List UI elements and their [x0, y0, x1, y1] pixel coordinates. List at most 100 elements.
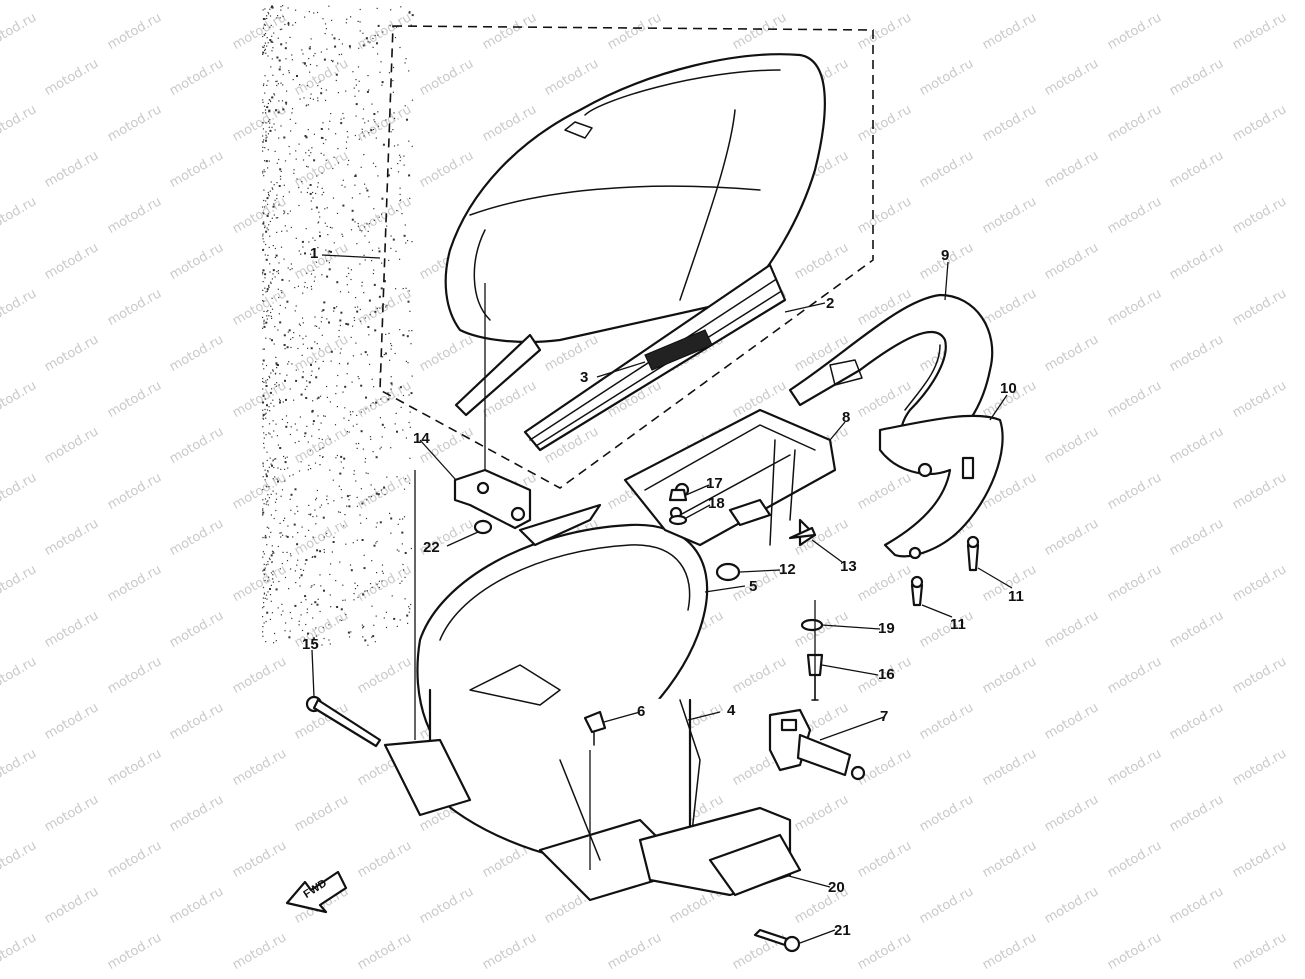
- noise-dot: [278, 185, 281, 187]
- noise-dot: [277, 329, 279, 331]
- noise-dot: [393, 112, 395, 114]
- noise-dot: [327, 234, 329, 236]
- noise-dot: [269, 122, 271, 124]
- noise-dot: [264, 536, 267, 539]
- noise-dot: [272, 399, 274, 401]
- noise-dot: [270, 181, 272, 183]
- noise-dot: [329, 438, 331, 440]
- noise-dot: [263, 199, 265, 202]
- noise-dot: [409, 482, 411, 484]
- noise-dot: [364, 183, 366, 185]
- noise-dot: [282, 15, 284, 18]
- noise-dot: [381, 436, 383, 438]
- noise-dot: [306, 272, 308, 274]
- noise-dot: [354, 582, 356, 584]
- noise-dot: [275, 356, 277, 358]
- noise-dot: [321, 274, 323, 276]
- noise-dot: [350, 414, 352, 416]
- noise-dot: [263, 592, 266, 594]
- noise-dot: [364, 461, 366, 463]
- noise-dot: [286, 456, 288, 458]
- noise-dot: [390, 167, 392, 169]
- noise-dot: [262, 99, 264, 101]
- noise-dot: [408, 330, 410, 332]
- noise-dot: [270, 100, 272, 103]
- noise-dot: [362, 32, 364, 34]
- noise-dot: [263, 213, 265, 215]
- noise-dot: [339, 319, 342, 322]
- noise-dot: [271, 388, 273, 390]
- noise-dot: [347, 631, 350, 634]
- noise-dot: [266, 215, 269, 217]
- noise-dot: [264, 171, 266, 173]
- noise-dot: [401, 531, 404, 534]
- noise-dot: [344, 514, 346, 516]
- noise-dot: [276, 198, 278, 200]
- noise-dot: [262, 281, 264, 283]
- noise-dot: [351, 209, 354, 212]
- noise-dot: [262, 238, 264, 240]
- noise-dot: [326, 499, 328, 501]
- noise-dot: [262, 348, 264, 350]
- noise-dot: [289, 153, 291, 155]
- noise-dot: [285, 42, 287, 44]
- noise-dot: [264, 413, 266, 415]
- noise-dot: [263, 46, 265, 48]
- noise-dot: [393, 617, 396, 620]
- noise-dot: [401, 543, 403, 545]
- noise-dot: [288, 72, 290, 74]
- noise-dot: [409, 608, 411, 610]
- noise-dot: [345, 90, 347, 92]
- noise-dot: [293, 399, 295, 401]
- callout-13: 13: [840, 558, 857, 575]
- noise-dot: [265, 412, 267, 414]
- noise-dot: [263, 221, 265, 223]
- noise-dot: [273, 343, 275, 345]
- noise-dot: [350, 336, 352, 338]
- noise-dot: [302, 53, 304, 55]
- noise-dot: [410, 547, 412, 550]
- callout-17: 17: [706, 475, 723, 492]
- noise-dot: [271, 96, 274, 99]
- noise-dot: [262, 27, 264, 29]
- noise-dot: [272, 551, 274, 553]
- noise-dot: [377, 175, 379, 177]
- noise-dot: [287, 467, 289, 469]
- noise-dot: [263, 175, 265, 177]
- noise-dot: [340, 348, 342, 350]
- noise-dot: [318, 367, 320, 369]
- callout-15: 15: [302, 636, 319, 653]
- noise-dot: [338, 54, 340, 56]
- noise-dot: [285, 58, 287, 60]
- noise-dot: [265, 139, 267, 142]
- noise-dot: [365, 396, 367, 399]
- noise-dot: [275, 254, 278, 257]
- noise-dot: [408, 290, 410, 292]
- noise-dot: [411, 241, 413, 243]
- noise-dot: [404, 224, 406, 226]
- noise-dot: [377, 111, 379, 113]
- noise-dot: [312, 536, 314, 538]
- noise-dot: [266, 409, 269, 411]
- noise-dot: [363, 567, 366, 570]
- noise-dot: [280, 246, 283, 248]
- noise-dot: [309, 97, 311, 99]
- noise-dot: [279, 532, 281, 534]
- noise-dot: [359, 30, 361, 32]
- noise-dot: [262, 84, 265, 87]
- noise-dot: [266, 315, 268, 317]
- noise-dot: [310, 468, 312, 470]
- noise-dot: [271, 612, 273, 614]
- noise-dot: [262, 112, 264, 114]
- noise-dot: [340, 122, 343, 125]
- noise-dot: [308, 241, 310, 243]
- noise-dot: [376, 307, 378, 309]
- noise-dot: [322, 122, 324, 124]
- noise-dot: [310, 513, 312, 515]
- noise-dot: [408, 70, 410, 72]
- noise-dot: [273, 552, 275, 554]
- noise-dot: [263, 241, 265, 243]
- callout-2: 2: [826, 295, 835, 312]
- noise-dot: [363, 254, 365, 256]
- noise-dot: [309, 46, 311, 48]
